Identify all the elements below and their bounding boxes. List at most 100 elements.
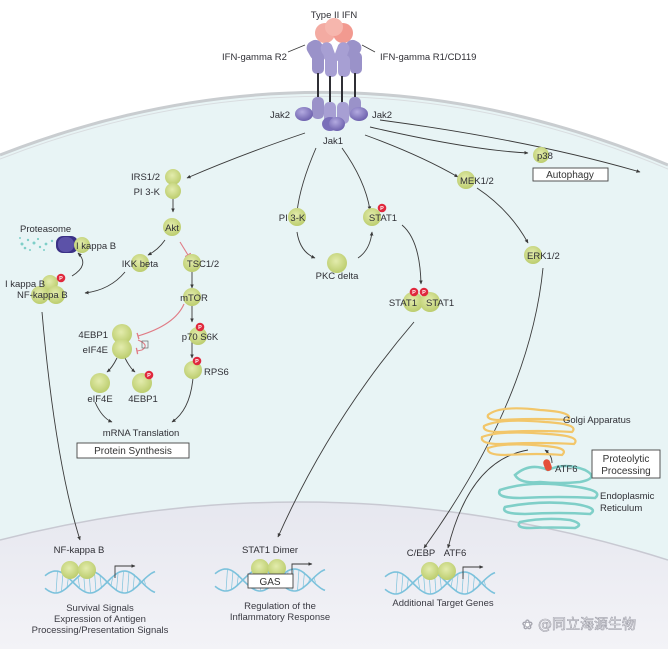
pi3k-akt-branch — [90, 169, 207, 393]
rps6-node — [184, 361, 202, 379]
4ebp1-top-label: 4EBP1 — [78, 330, 108, 341]
tsc-node — [183, 254, 201, 272]
rps6-label: RPS6 — [204, 367, 229, 378]
dna-rung — [456, 574, 459, 592]
protein-synthesis-box: Protein Synthesis — [76, 442, 190, 459]
dna-rung — [132, 574, 135, 590]
dna-stat1-icon — [214, 559, 326, 592]
nfkb-label: NF-kappa B — [17, 290, 68, 301]
dna-rung — [110, 578, 113, 586]
proteolytic-processing-box: Proteolytic Processing — [591, 449, 661, 479]
bound-factor-nfkb — [61, 561, 79, 579]
golgi-label: Golgi Apparatus — [563, 415, 631, 426]
jak1-label: Jak1 — [323, 136, 343, 147]
p70-label: p70 S6K — [182, 332, 219, 343]
pkc-label: PKC delta — [316, 271, 359, 282]
4ebp1-top-node — [112, 324, 132, 344]
dna-nfkb-icon — [44, 561, 156, 594]
p38-label: p38 — [537, 151, 553, 162]
akt-label: Akt — [165, 223, 179, 234]
eif4e-top-label: eIF4E — [83, 345, 108, 356]
endoplasmic-reticulum-icon — [497, 464, 599, 530]
gas-label: GAS — [259, 577, 280, 588]
mek-node — [457, 171, 475, 189]
svg-text:P: P — [380, 206, 384, 212]
dna-rung — [297, 569, 300, 591]
inhibition-lines — [135, 241, 192, 355]
dna-rung — [302, 572, 305, 588]
jak2-right-icon — [350, 107, 368, 121]
ifn-gamma-receptor-complex — [287, 18, 376, 131]
transcription-start-arrow-icon — [462, 565, 484, 579]
signal-arrows — [41, 119, 641, 549]
pi3k-mid-node — [288, 208, 306, 226]
phospho-icon: P — [192, 356, 202, 366]
watermark-icon: ❀ — [522, 618, 533, 633]
dna-strand — [384, 571, 496, 595]
stat1-branch — [288, 208, 440, 312]
autophagy-box: Autophagy — [532, 167, 609, 182]
watermark: ❀ @同立海源生物 — [522, 617, 637, 634]
jak2-right-label: Jak2 — [372, 110, 392, 121]
nucleus — [0, 501, 668, 649]
autophagy-label: Autophagy — [546, 170, 594, 181]
stat1-dimer-a-label: STAT1 — [389, 298, 417, 309]
gas-element-box: GAS — [247, 573, 294, 589]
phospho-icon: P — [377, 203, 387, 213]
cebp-caption-1: Additional Target Genes — [392, 598, 493, 609]
stat1-caption-1: Regulation of the — [244, 601, 316, 612]
nucleus-cebp-label: C/EBP — [407, 548, 436, 559]
transcription-start-arrow-icon — [291, 562, 313, 576]
protein-synthesis-label: Protein Synthesis — [94, 446, 172, 457]
jak2-left-icon — [295, 107, 313, 121]
dna-rung — [61, 572, 64, 592]
watermark-text: @同立海源生物 — [538, 617, 636, 633]
ligand-label: Type II IFN — [311, 10, 358, 21]
mek-label: MEK1/2 — [460, 176, 494, 187]
pi3k-mid-label: PI 3-K — [279, 213, 306, 224]
nuclear-envelope — [0, 501, 668, 561]
tsc-label: TSC1/2 — [187, 259, 219, 270]
svg-text:P: P — [412, 290, 416, 296]
mrna-label: mRNA Translation — [103, 428, 180, 439]
dna-rung — [395, 571, 398, 595]
eif4e-label: eIF4E — [87, 394, 112, 405]
dna-rung — [231, 570, 234, 590]
4ebp1-label: 4EBP1 — [128, 394, 158, 405]
svg-text:P: P — [59, 276, 63, 282]
erk-label: ERK1/2 — [527, 251, 560, 262]
phospho-icon: P — [144, 370, 154, 380]
phospho-icon: P — [419, 287, 429, 297]
dna-rung — [401, 573, 404, 593]
stat1-node — [363, 208, 381, 226]
nucleus-nfkb-label: NF-kappa B — [54, 545, 105, 556]
stat1-dimer-a — [403, 292, 423, 312]
er-label-1: Endoplasmic — [600, 491, 655, 502]
dna-rung — [94, 571, 97, 593]
p70-node — [189, 327, 207, 345]
dna-rung — [127, 571, 130, 593]
transcription-start-arrow-icon — [114, 564, 136, 578]
dna-rung — [450, 579, 453, 587]
svg-text:P: P — [147, 373, 151, 379]
dna-rung — [116, 573, 119, 591]
dna-strand — [44, 570, 156, 594]
phospho-icon: P — [409, 287, 419, 297]
receptor-r1-label: IFN-gamma R1/CD119 — [380, 52, 476, 63]
dna-rung — [417, 577, 420, 589]
phospho-icon: P — [56, 273, 66, 283]
phospho-markers: P P P P P P P — [56, 203, 429, 380]
irs-label: IRS1/2 — [131, 172, 160, 183]
erk-node — [524, 246, 542, 264]
degraded-fragments-icon — [19, 237, 54, 251]
nfkb-caption-3: Processing/Presentation Signals — [32, 625, 169, 636]
dna-rung — [55, 570, 58, 594]
pkc-node — [327, 253, 347, 273]
proteasome-label: Proteasome — [20, 224, 71, 235]
eif4e-top-node — [112, 339, 132, 359]
nfkb-node-a — [31, 286, 49, 304]
dna-rung — [472, 575, 475, 591]
jak2-left-label: Jak2 — [270, 110, 290, 121]
bound-factor-cebp — [421, 562, 439, 580]
